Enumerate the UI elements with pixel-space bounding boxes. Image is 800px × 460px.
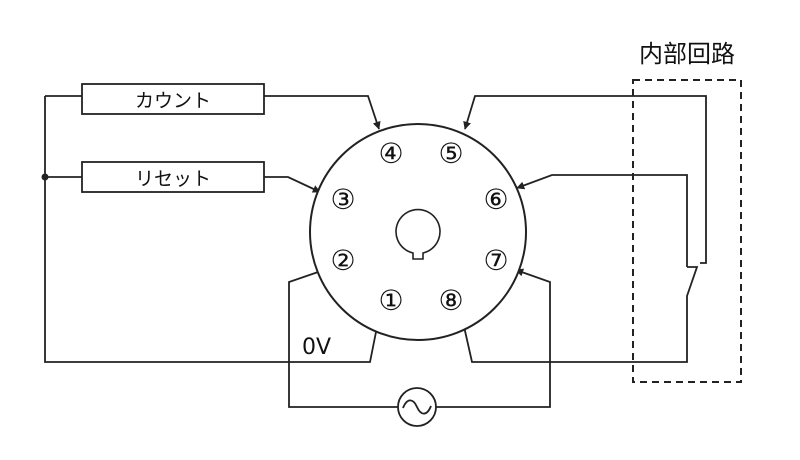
pin-1-label: ① bbox=[378, 284, 403, 317]
reset-label: リセット bbox=[135, 168, 211, 190]
internal-circuit-box bbox=[632, 79, 742, 383]
pin-3-label: ③ bbox=[330, 183, 355, 216]
count-label: カウント bbox=[135, 90, 211, 112]
internal-circuit-label: 内部回路 bbox=[639, 40, 735, 68]
pin-2-label: ② bbox=[330, 244, 355, 277]
ac-wire-to-pin2 bbox=[288, 268, 398, 408]
pin-6-label: ⑥ bbox=[483, 183, 508, 216]
pin-5-label: ⑤ bbox=[438, 137, 463, 170]
zero-volt-label: 0V bbox=[302, 335, 331, 360]
socket-key bbox=[395, 208, 441, 260]
internal-wire-to-pin5 bbox=[463, 95, 707, 264]
reset-wire-to-pin3 bbox=[264, 176, 321, 193]
ac-source-icon bbox=[402, 399, 432, 415]
ac-wire-to-pin7 bbox=[436, 268, 551, 408]
internal-wire-to-pin6 bbox=[516, 174, 688, 267]
pin-7-label: ⑦ bbox=[483, 244, 508, 277]
pin-8-label: ⑧ bbox=[438, 284, 463, 317]
count-input-box bbox=[81, 83, 265, 115]
count-wire-to-pin4 bbox=[264, 95, 381, 130]
left-bus-wire bbox=[44, 96, 381, 363]
relay-contact-wire bbox=[460, 266, 699, 363]
pin-4-label: ④ bbox=[378, 137, 403, 170]
reset-input-box bbox=[81, 161, 265, 193]
